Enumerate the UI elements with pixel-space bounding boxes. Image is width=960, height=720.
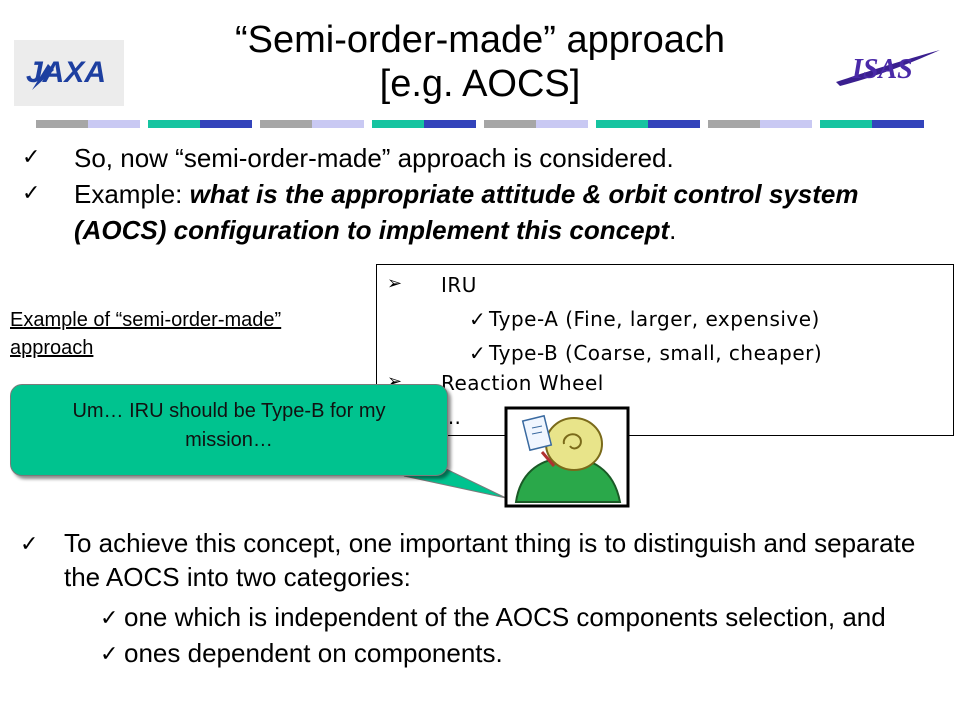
- top-bullet-list: ✓ So, now “semi-order-made” approach is …: [22, 140, 922, 248]
- title-divider: [36, 120, 924, 128]
- box-heading-iru: IRU: [441, 273, 477, 297]
- jaxa-logo: JAXA: [14, 40, 124, 106]
- component-options-box: ➢ IRU ✓ Type-A (Fine, larger, expensive)…: [376, 264, 954, 436]
- slide-title: “Semi-order-made” approach [e.g. AOCS]: [160, 18, 800, 106]
- bullet-example: ✓ Example: what is the appropriate attit…: [22, 176, 922, 248]
- sub-bullet-independent: ✓ one which is independent of the AOCS c…: [20, 600, 950, 634]
- sub-bullet-dependent: ✓ ones dependent on components.: [20, 636, 950, 670]
- box-item-type-a: Type-A (Fine, larger, expensive): [489, 307, 820, 331]
- bullet-intro: ✓ So, now “semi-order-made” approach is …: [22, 140, 922, 176]
- check-icon: ✓: [469, 341, 487, 365]
- check-icon: ✓: [22, 181, 41, 206]
- arrow-bullet-icon: ➢: [387, 273, 403, 294]
- check-icon: ✓: [100, 606, 119, 631]
- sub-bullet-dependent-text: ones dependent on components.: [124, 638, 503, 668]
- bottom-bullet-list: ✓ To achieve this concept, one important…: [20, 526, 950, 670]
- sub-bullet-independent-text: one which is independent of the AOCS com…: [124, 602, 886, 632]
- bullet-main-text: To achieve this concept, one important t…: [64, 528, 916, 592]
- box-item-type-b: Type-B (Coarse, small, cheaper): [489, 341, 823, 365]
- check-icon: ✓: [20, 532, 39, 557]
- box-heading-reaction-wheel: Reaction Wheel: [441, 371, 604, 395]
- bullet-main: ✓ To achieve this concept, one important…: [20, 526, 950, 594]
- bullet-example-suffix: .: [669, 215, 677, 245]
- check-icon: ✓: [100, 642, 119, 667]
- title-line-2: [e.g. AOCS]: [379, 63, 581, 105]
- jaxa-logo-text: JAXA: [26, 56, 106, 89]
- bullet-example-prefix: Example:: [74, 179, 190, 209]
- example-label: Example of “semi-order-made” approach: [10, 309, 282, 359]
- title-line-1: “Semi-order-made” approach: [235, 19, 725, 61]
- bullet-intro-text: So, now “semi-order-made” approach is co…: [74, 143, 674, 173]
- thought-callout: Um… IRU should be Type-B for my mission…: [10, 384, 448, 476]
- isas-logo: ISAS: [830, 44, 946, 90]
- isas-logo-text: ISAS: [851, 54, 913, 85]
- check-icon: ✓: [469, 307, 487, 331]
- bullet-example-emphasis: what is the appropriate attitude & orbit…: [74, 179, 859, 245]
- person-thinking-icon: [502, 404, 632, 510]
- check-icon: ✓: [22, 145, 41, 170]
